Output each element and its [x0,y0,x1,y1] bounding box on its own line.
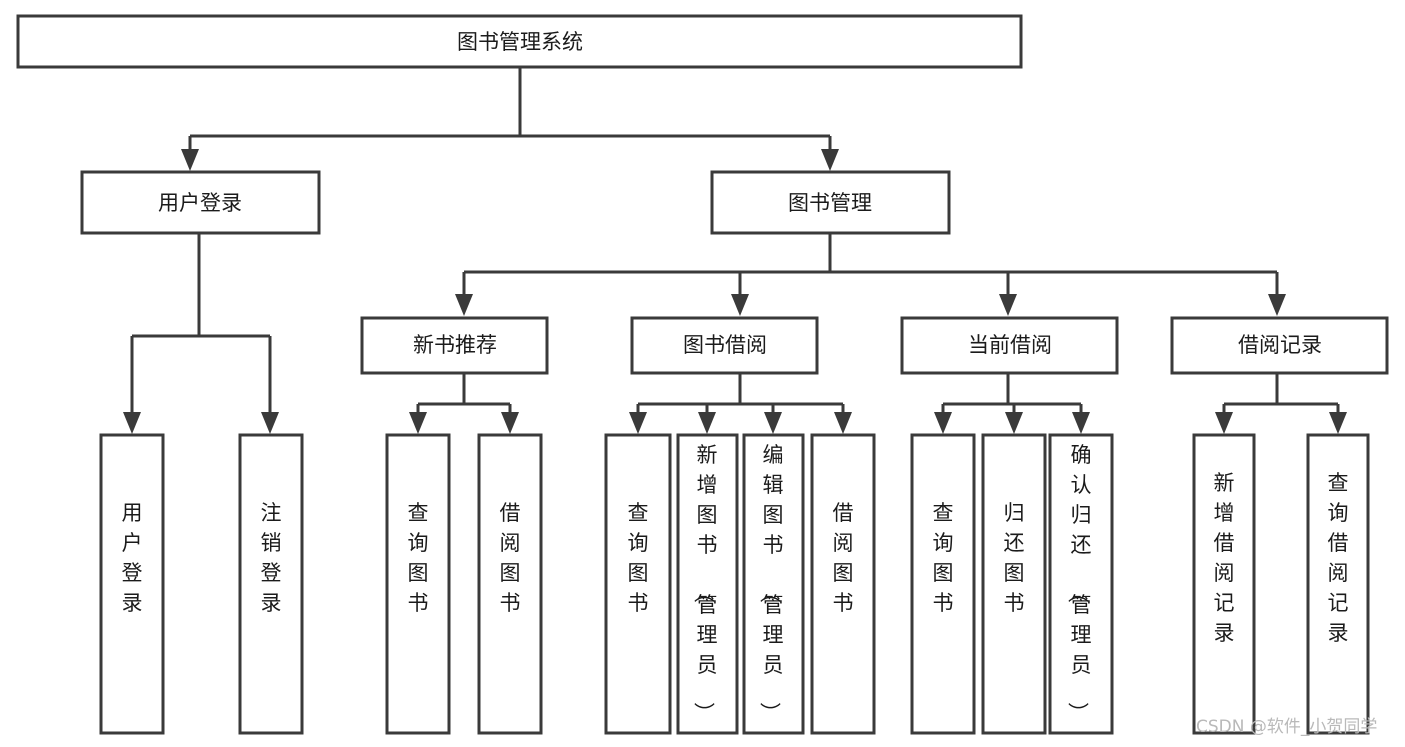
node-leaf-query-record[interactable]: 查询借阅记录 [1306,433,1370,735]
node-leaf-user-logout-label: 注销登录 [261,501,282,615]
node-leaf-query-book-1-box[interactable] [385,433,451,735]
node-leaf-user-login-label: 用户登录 [122,501,143,615]
node-root-box[interactable] [16,14,1023,69]
node-leaf-return-book-box[interactable] [981,433,1047,735]
node-new-book-recommend[interactable]: 新书推荐 [360,316,549,375]
node-leaf-query-book-1[interactable]: 查询图书 [385,433,451,735]
node-leaf-edit-book[interactable]: 编辑图书（管理员） [742,433,805,735]
arrowhead-icon-leaf-query-book-2 [629,412,647,434]
node-root[interactable]: 图书管理系统 [16,14,1023,69]
node-leaf-query-book-3-box[interactable] [910,433,976,735]
arrowhead-layer [123,149,1347,434]
node-book-borrow-label: 图书借阅 [683,333,767,357]
node-book-manage-label: 图书管理 [788,191,872,215]
arrowhead-icon-leaf-edit-book [764,412,782,434]
node-leaf-borrow-book-2-label: 借阅图书 [833,501,854,615]
node-leaf-add-book-box[interactable] [676,433,739,735]
arrowhead-icon-leaf-confirm-return [1072,412,1090,434]
node-root-label: 图书管理系统 [457,30,583,54]
node-leaf-query-book-2[interactable]: 查询图书 [604,433,672,735]
node-leaf-add-record-box[interactable] [1192,433,1256,735]
node-leaf-query-book-3-label: 查询图书 [933,501,954,615]
node-borrow-record-label: 借阅记录 [1238,333,1322,357]
node-leaf-borrow-book-2[interactable]: 借阅图书 [810,433,876,735]
node-borrow-record[interactable]: 借阅记录 [1170,316,1389,375]
node-leaf-edit-book-label: 编辑图书（管理员） [758,443,784,723]
arrowhead-icon-current-borrow [999,294,1017,316]
node-leaf-edit-book-box[interactable] [742,433,805,735]
node-leaf-confirm-return-box[interactable] [1048,433,1114,735]
arrowhead-icon-leaf-user-login [123,412,141,434]
arrowhead-icon-book-borrow [731,294,749,316]
node-leaf-add-book-label: 新增图书（管理员） [692,443,718,723]
node-leaf-add-record-label: 新增借阅记录 [1214,471,1235,645]
node-user-login-label: 用户登录 [158,191,242,215]
arrowhead-icon-borrow-record [1268,294,1286,316]
node-current-borrow-label: 当前借阅 [968,333,1052,357]
node-leaf-query-record-box[interactable] [1306,433,1370,735]
node-book-borrow[interactable]: 图书借阅 [630,316,819,375]
node-leaf-user-login[interactable]: 用户登录 [99,433,165,735]
node-leaf-add-record[interactable]: 新增借阅记录 [1192,433,1256,735]
arrowhead-icon-leaf-add-record [1215,412,1233,434]
node-book-manage-box[interactable] [710,170,951,235]
node-current-borrow-box[interactable] [900,316,1119,375]
node-leaf-confirm-return[interactable]: 确认归还（管理员） [1048,433,1114,735]
arrowhead-icon-leaf-user-logout [261,412,279,434]
node-leaf-confirm-return-label: 确认归还（管理员） [1066,443,1092,723]
node-leaf-borrow-book-1-box[interactable] [477,433,543,735]
node-leaf-query-book-1-label: 查询图书 [408,501,429,615]
node-user-login-box[interactable] [80,170,321,235]
node-leaf-borrow-book-1[interactable]: 借阅图书 [477,433,543,735]
node-leaf-borrow-book-1-label: 借阅图书 [500,501,521,615]
node-leaf-query-book-2-box[interactable] [604,433,672,735]
arrowhead-icon-book-manage [821,149,839,171]
arrowhead-icon-new-book-recommend [455,294,473,316]
node-leaf-query-record-label: 查询借阅记录 [1328,471,1349,645]
node-new-book-recommend-label: 新书推荐 [413,333,497,357]
arrowhead-icon-leaf-add-book [698,412,716,434]
arrowhead-icon-leaf-query-book-1 [409,412,427,434]
node-book-manage[interactable]: 图书管理 [710,170,951,235]
arrowhead-icon-leaf-return-book [1005,412,1023,434]
node-book-borrow-box[interactable] [630,316,819,375]
csdn-watermark: CSDN @软件_小贺同学 [1196,717,1377,737]
node-new-book-recommend-box[interactable] [360,316,549,375]
node-leaf-borrow-book-2-box[interactable] [810,433,876,735]
arrowhead-icon-user-login [181,149,199,171]
node-leaf-add-book[interactable]: 新增图书（管理员） [676,433,739,735]
arrowhead-icon-leaf-query-record [1329,412,1347,434]
connector-layer [130,67,1340,413]
node-leaf-query-book-2-label: 查询图书 [628,501,649,615]
node-leaf-return-book[interactable]: 归还图书 [981,433,1047,735]
node-borrow-record-box[interactable] [1170,316,1389,375]
node-leaf-user-login-box[interactable] [99,433,165,735]
arrowhead-icon-leaf-borrow-book-2 [834,412,852,434]
node-user-login[interactable]: 用户登录 [80,170,321,235]
arrowhead-icon-leaf-borrow-book-1 [501,412,519,434]
node-leaf-return-book-label: 归还图书 [1004,501,1025,615]
node-leaf-user-logout[interactable]: 注销登录 [238,433,304,735]
arrowhead-icon-leaf-query-book-3 [934,412,952,434]
node-current-borrow[interactable]: 当前借阅 [900,316,1119,375]
node-leaf-user-logout-box[interactable] [238,433,304,735]
node-leaf-query-book-3[interactable]: 查询图书 [910,433,976,735]
